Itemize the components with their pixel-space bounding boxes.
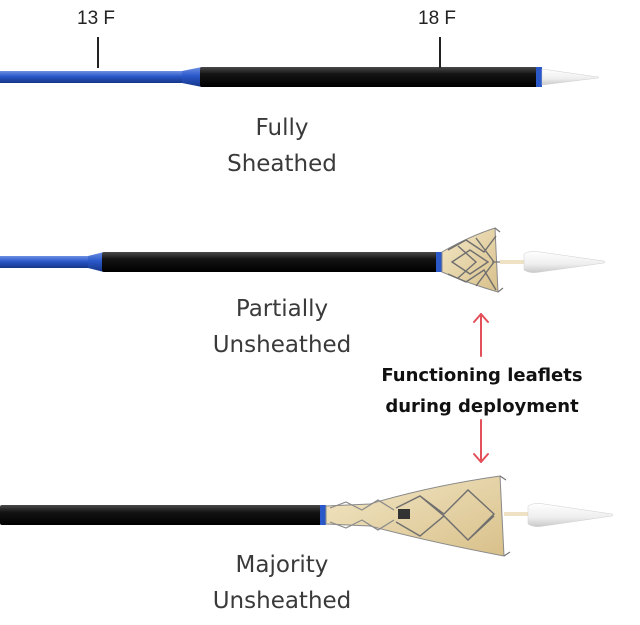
stage-label-line1: Partially — [235, 296, 329, 322]
blue-band — [320, 505, 326, 525]
size-label-13f: 13 F — [77, 8, 116, 29]
black-sheath — [102, 252, 440, 272]
stage-label-line1: Majority — [235, 552, 329, 578]
catheter-majority-unsheathed — [0, 475, 614, 557]
black-sheath — [200, 67, 540, 87]
arrow-down-to-majority-leaflets — [473, 419, 489, 463]
guide-wire — [500, 260, 526, 264]
stage-label-fully-sheathed: Fully Sheathed — [182, 110, 382, 182]
stage-label-line2: Unsheathed — [212, 332, 352, 358]
blue-band — [536, 67, 542, 87]
nose-tip — [541, 68, 600, 86]
annotation-line1: Functioning leaflets — [381, 365, 583, 386]
valve-frame-majority — [325, 475, 511, 557]
blue-shaft — [0, 71, 190, 83]
catheter-fully-sheathed — [0, 67, 600, 87]
stage-label-partially-unsheathed: Partially Unsheathed — [182, 291, 382, 363]
stage-label-majority-unsheathed: Majority Unsheathed — [182, 547, 382, 619]
catheter-partially-unsheathed — [0, 227, 606, 293]
blue-taper — [182, 67, 202, 87]
stage-label-line1: Fully — [255, 115, 309, 141]
black-sheath — [0, 505, 322, 525]
nose-tip — [527, 503, 614, 527]
arrow-up-to-partial-leaflets — [473, 313, 489, 357]
stage-label-line2: Sheathed — [227, 151, 337, 177]
valve-frame-partial — [441, 227, 505, 293]
marker — [398, 509, 410, 519]
nose-tip — [523, 251, 606, 273]
stage-label-line2: Unsheathed — [212, 588, 352, 614]
annotation-line2: during deployment — [385, 396, 579, 417]
blue-band — [436, 252, 442, 272]
guide-wire — [504, 512, 532, 516]
blue-shaft — [0, 256, 95, 268]
leaflet-annotation: Functioning leaflets during deployment — [362, 360, 602, 422]
blue-taper — [88, 252, 104, 272]
size-label-18f: 18 F — [418, 8, 457, 29]
